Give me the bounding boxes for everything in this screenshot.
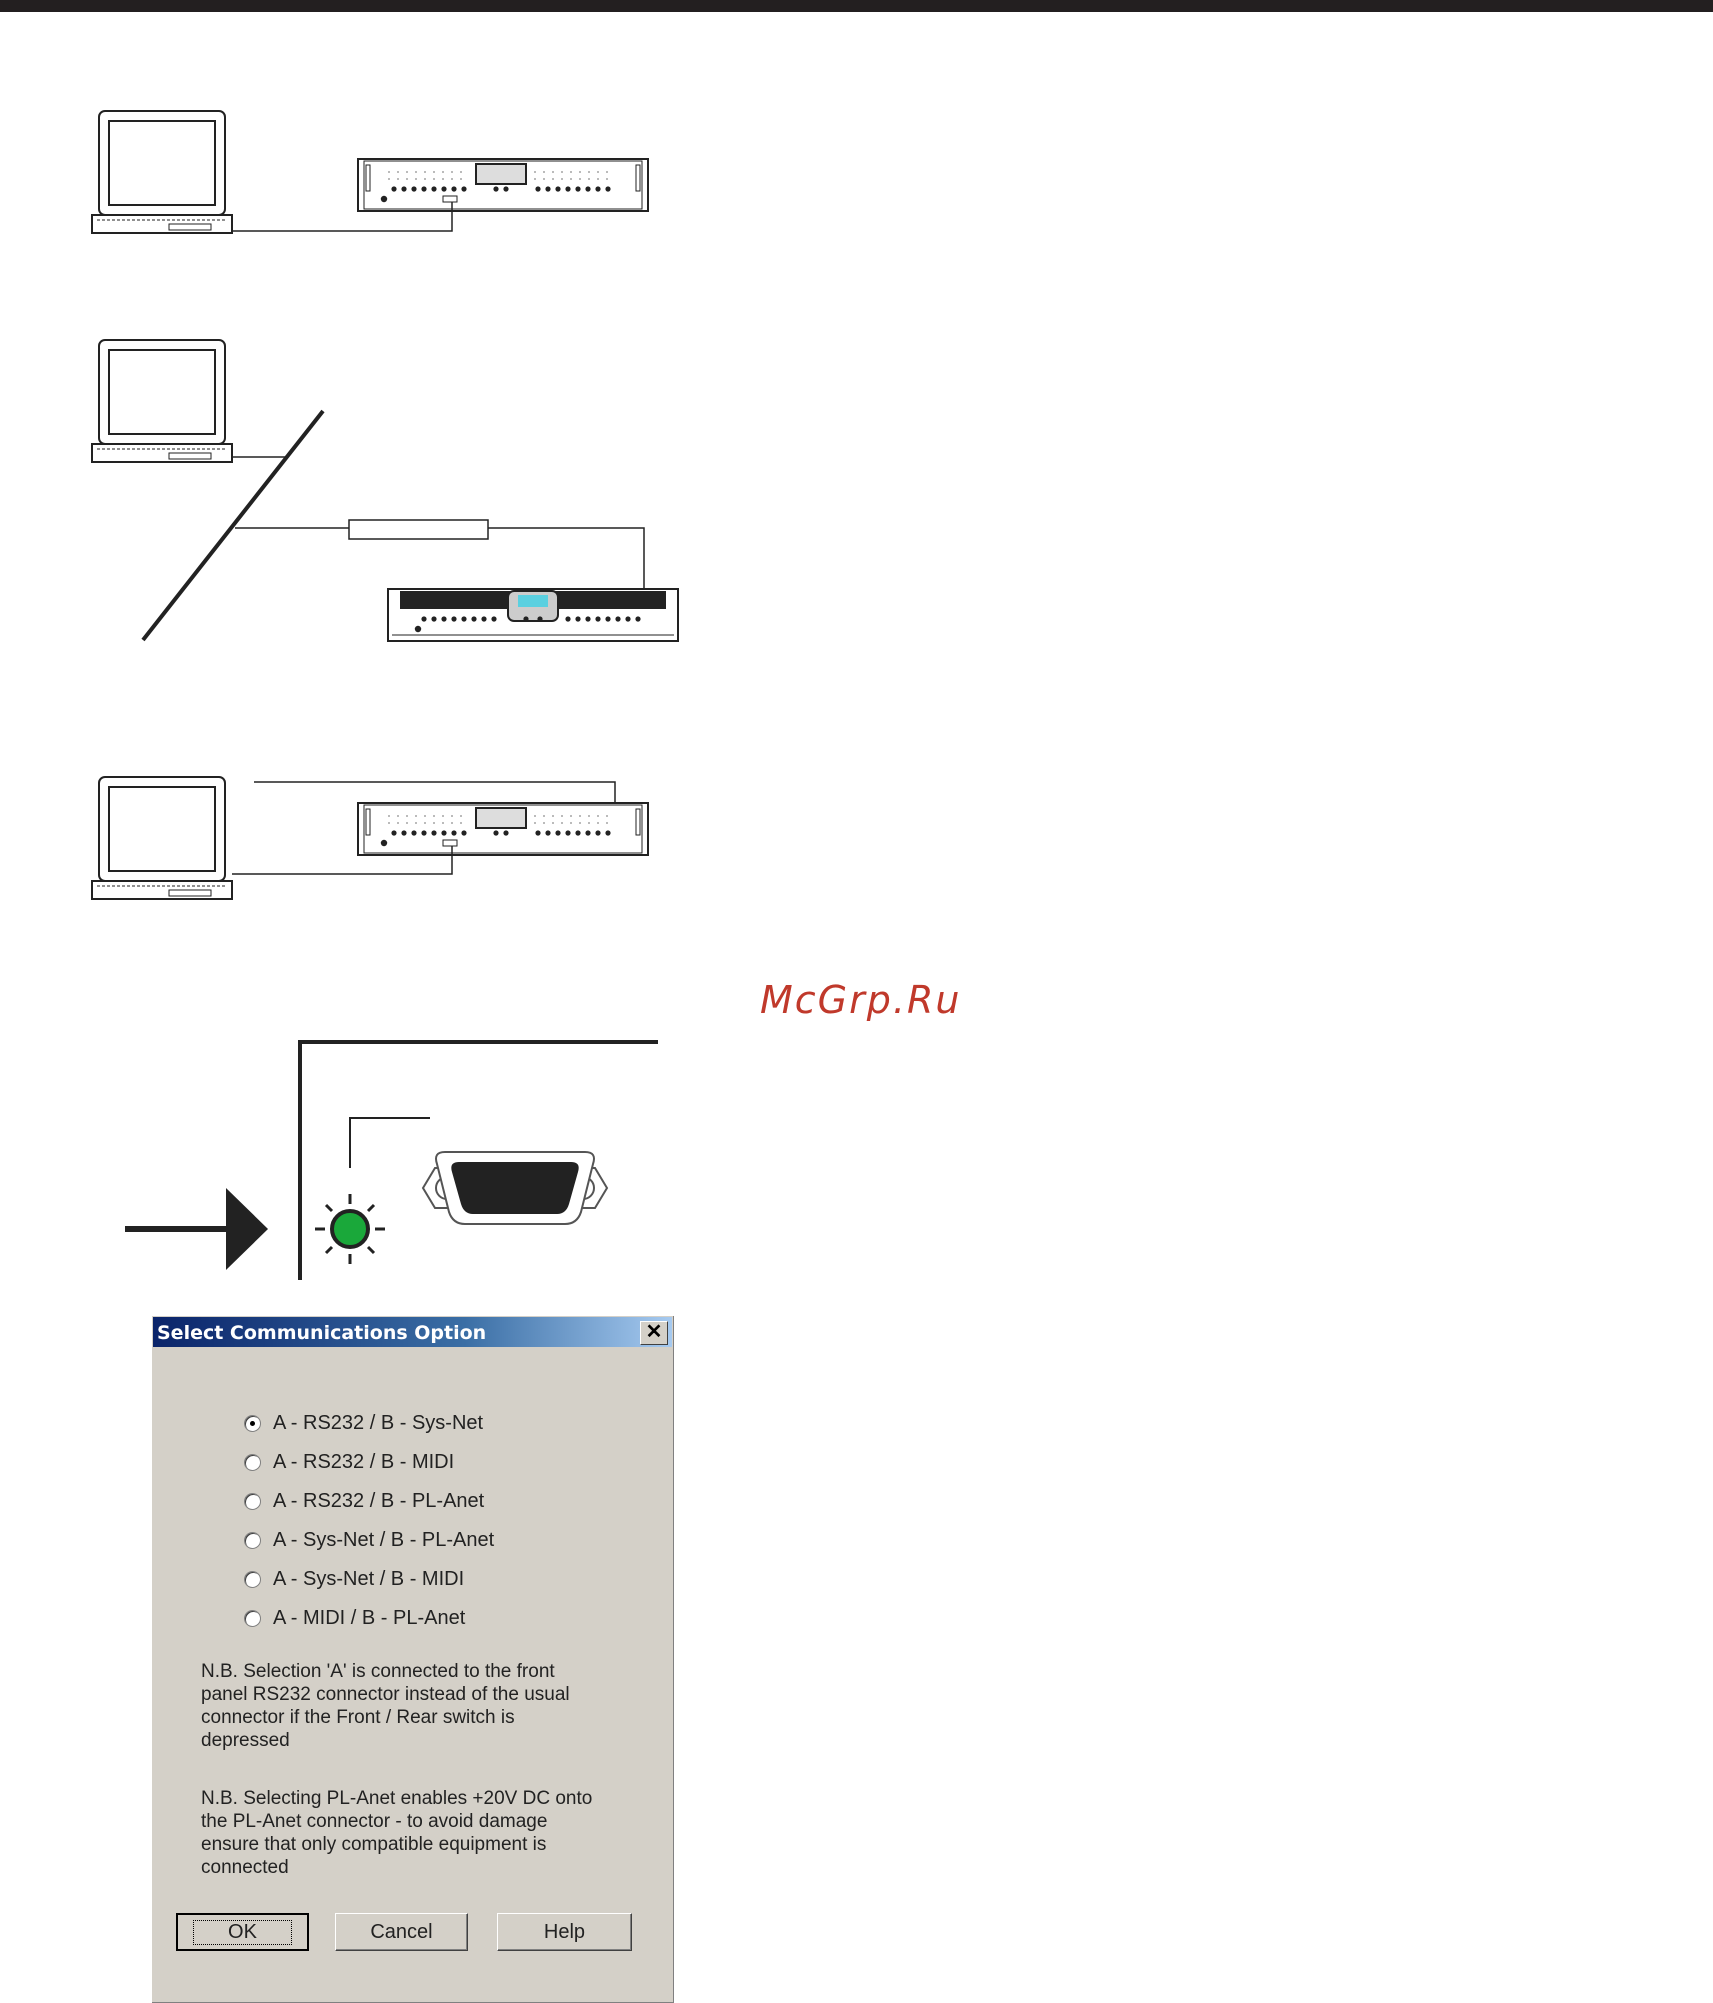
option-rs232-midi[interactable]: A - RS232 / B - MIDI xyxy=(244,1443,494,1482)
dialog-title-bar: Select Communications Option ✕ xyxy=(153,1317,672,1347)
close-button[interactable]: ✕ xyxy=(640,1321,668,1345)
dialog-title: Select Communications Option xyxy=(157,1322,487,1344)
radio-button[interactable] xyxy=(244,1610,261,1627)
ok-button[interactable]: OK xyxy=(176,1913,309,1951)
radio-button[interactable] xyxy=(244,1415,261,1432)
ok-label: OK xyxy=(193,1919,292,1945)
option-label: A - RS232 / B - Sys-Net xyxy=(273,1412,484,1434)
radio-button[interactable] xyxy=(244,1454,261,1471)
radio-button[interactable] xyxy=(244,1571,261,1588)
radio-button[interactable] xyxy=(244,1493,261,1510)
note-planet-voltage: N.B. Selecting PL-Anet enables +20V DC o… xyxy=(201,1788,593,1878)
option-label: A - RS232 / B - PL-Anet xyxy=(273,1490,485,1512)
cancel-button[interactable]: Cancel xyxy=(335,1913,468,1951)
radio-button[interactable] xyxy=(244,1532,261,1549)
note-front-panel: N.B. Selection 'A' is connected to the f… xyxy=(201,1661,570,1751)
option-sysnet-planet[interactable]: A - Sys-Net / B - PL-Anet xyxy=(244,1521,494,1560)
option-label: A - Sys-Net / B - MIDI xyxy=(273,1568,465,1590)
top-bar xyxy=(0,0,1713,12)
status-led xyxy=(315,1194,385,1264)
connection-diagrams xyxy=(91,110,679,1280)
option-rs232-planet[interactable]: A - RS232 / B - PL-Anet xyxy=(244,1482,494,1521)
options-group: A - RS232 / B - Sys-Net A - RS232 / B - … xyxy=(244,1404,494,1638)
option-label: A - MIDI / B - PL-Anet xyxy=(273,1607,466,1629)
option-label: A - RS232 / B - MIDI xyxy=(273,1451,455,1473)
option-rs232-sysnet[interactable]: A - RS232 / B - Sys-Net xyxy=(244,1404,494,1443)
option-midi-planet[interactable]: A - MIDI / B - PL-Anet xyxy=(244,1599,494,1638)
option-label: A - Sys-Net / B - PL-Anet xyxy=(273,1529,495,1551)
watermark: McGrp.Ru xyxy=(760,978,962,1022)
help-button[interactable]: Help xyxy=(497,1913,632,1951)
option-sysnet-midi[interactable]: A - Sys-Net / B - MIDI xyxy=(244,1560,494,1599)
communications-dialog: Select Communications Option ✕ A - RS232… xyxy=(151,1315,674,2003)
